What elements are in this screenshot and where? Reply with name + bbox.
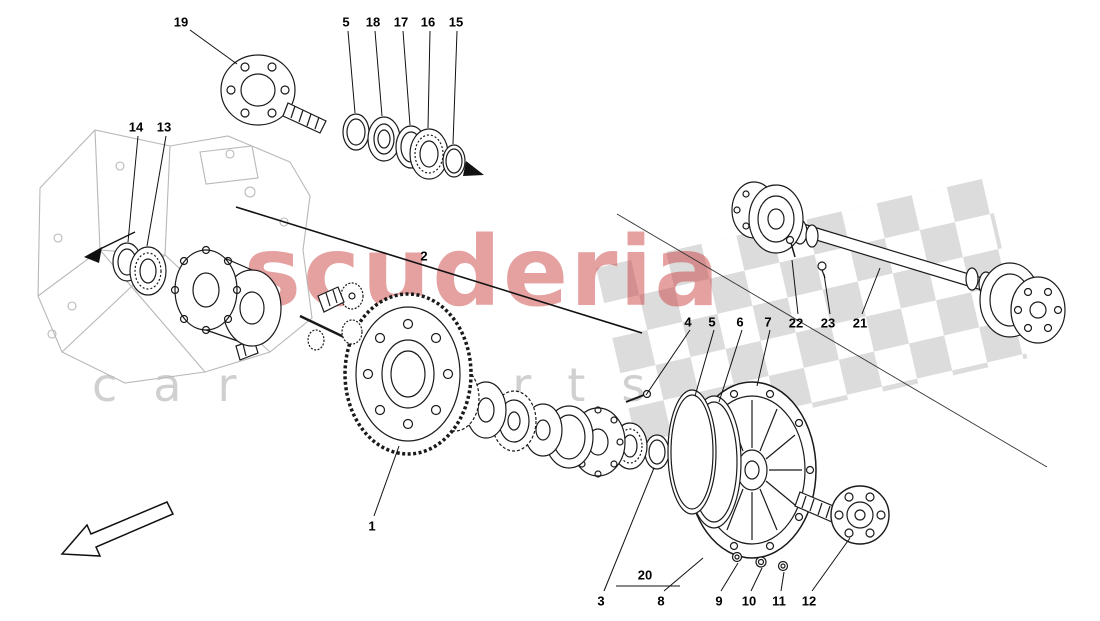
differential-assembly [170, 245, 670, 478]
part-label-8: 8 [657, 593, 665, 609]
transmission-case-sketch [37, 129, 313, 384]
part-label-22: 22 [788, 315, 804, 331]
part-label-3: 3 [597, 593, 605, 609]
part-19-flange [220, 54, 327, 134]
part-label-13: 13 [156, 119, 172, 135]
part-label-20: 20 [637, 567, 653, 583]
part-label-16: 16 [420, 14, 436, 30]
part-label-7: 7 [764, 314, 772, 330]
part-label-15: 15 [448, 14, 464, 30]
reference-lines [616, 213, 1048, 468]
bearing-seal-stack [342, 113, 484, 180]
part-label-12: 12 [801, 593, 817, 609]
part-label-21: 21 [852, 315, 868, 331]
checkered-flag-icon [596, 178, 1028, 449]
stack-direction-arrow-icon [463, 161, 484, 176]
part-label-11: 11 [772, 593, 786, 609]
cover-assembly [625, 381, 890, 572]
part-label-17: 17 [393, 14, 409, 30]
part-label-23: 23 [820, 315, 836, 331]
part-label-2: 2 [420, 248, 428, 264]
leader-lines [127, 29, 881, 592]
part-label-18: 18 [365, 14, 381, 30]
part-label-19: 19 [173, 14, 189, 30]
part-label-10: 10 [741, 593, 757, 609]
part-label-6: 6 [736, 314, 744, 330]
part-2-line [235, 206, 643, 334]
part-label-5-top: 5 [342, 14, 350, 30]
part-label-4: 4 [684, 314, 692, 330]
part-label-14: 14 [128, 119, 144, 135]
left-bearing-group [112, 242, 167, 296]
part-label-9: 9 [715, 593, 723, 609]
part-label-1: 1 [368, 518, 376, 534]
part-label-5-cover: 5 [708, 314, 716, 330]
direction-arrow-icon [60, 501, 175, 557]
axle-shaft-assembly [731, 181, 1066, 344]
